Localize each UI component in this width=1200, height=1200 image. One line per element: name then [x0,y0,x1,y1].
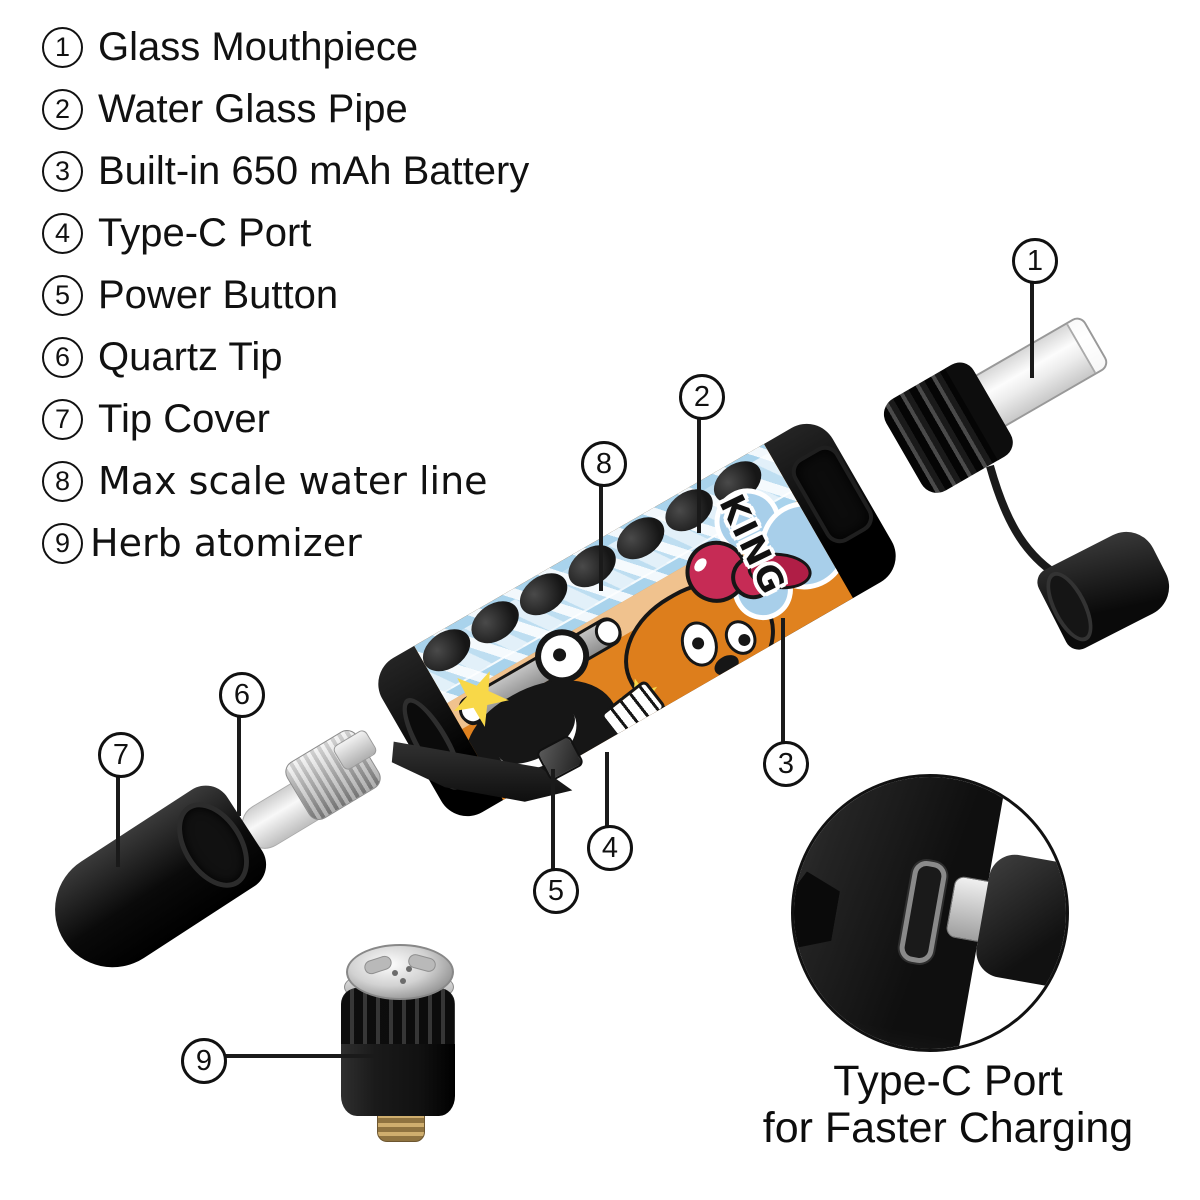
callout-line-2 [697,413,701,533]
callout-circle-5: 5 [533,868,579,914]
callout-line-3 [781,618,785,743]
callout-line-7 [116,771,120,867]
callout-circle-1: 1 [1012,238,1058,284]
callout-line-9 [222,1054,378,1058]
callout-circle-4: 4 [587,825,633,871]
list-number-badge-4: 4 [42,212,83,254]
part-label-type-c-port: Type-C Port [98,210,312,255]
atomizer-chrome-cap [346,944,454,1000]
inset-caption: Type-C Port for Faster Charging [718,1058,1178,1152]
part-label-battery: Built-in 650 mAh Battery [98,148,530,193]
callout-circle-9: 9 [181,1038,227,1084]
callout-circle-7: 7 [98,732,144,778]
part-label-max-water-line: Max scale water line [98,459,488,503]
part-label-herb-atomizer: Herb atomizer [90,521,362,565]
parts-list-item-3: 3 Built-in 650 mAh Battery [42,140,529,202]
list-number-badge-8: 8 [42,460,83,502]
parts-list-item-1: 1 Glass Mouthpiece [42,16,529,78]
list-number-badge-3: 3 [42,150,83,192]
part-label-glass-mouthpiece: Glass Mouthpiece [98,24,419,69]
part-label-power-button: Power Button [98,272,339,317]
parts-list-item-4: 4 Type-C Port [42,202,529,264]
callout-line-5 [551,769,555,870]
artwork-bear-eye [718,614,763,661]
part-label-water-glass-pipe: Water Glass Pipe [98,86,408,131]
parts-list-item-2: 2 Water Glass Pipe [42,78,529,140]
inset-caption-line2: for Faster Charging [762,1104,1134,1152]
callout-line-4 [605,752,609,827]
parts-list-item-8: 8 Max scale water line [42,450,529,512]
type-c-detail-inset [791,774,1069,1052]
list-number-badge-2: 2 [42,88,83,130]
inset-caption-line1: Type-C Port [833,1057,1063,1105]
part-label-quartz-tip: Quartz Tip [98,334,283,379]
callout-circle-2: 2 [679,374,725,420]
parts-list: 1 Glass Mouthpiece 2 Water Glass Pipe 3 … [42,16,529,574]
parts-list-item-7: 7 Tip Cover [42,388,529,450]
parts-list-item-9: 9 Herb atomizer [42,512,529,574]
callout-circle-3: 3 [763,741,809,787]
list-number-badge-7: 7 [42,398,83,440]
herb-atomizer-body [341,988,455,1116]
parts-list-item-5: 5 Power Button [42,264,529,326]
callout-line-6 [237,711,241,816]
list-number-badge-1: 1 [42,26,83,68]
part-label-tip-cover: Tip Cover [98,396,270,441]
parts-list-item-6: 6 Quartz Tip [42,326,529,388]
list-number-badge-9: 9 [42,522,83,564]
list-number-badge-5: 5 [42,274,83,316]
callout-line-1 [1030,277,1034,378]
callout-circle-8: 8 [581,441,627,487]
list-number-badge-6: 6 [42,336,83,378]
callout-line-8 [599,479,603,591]
callout-circle-6: 6 [219,672,265,718]
